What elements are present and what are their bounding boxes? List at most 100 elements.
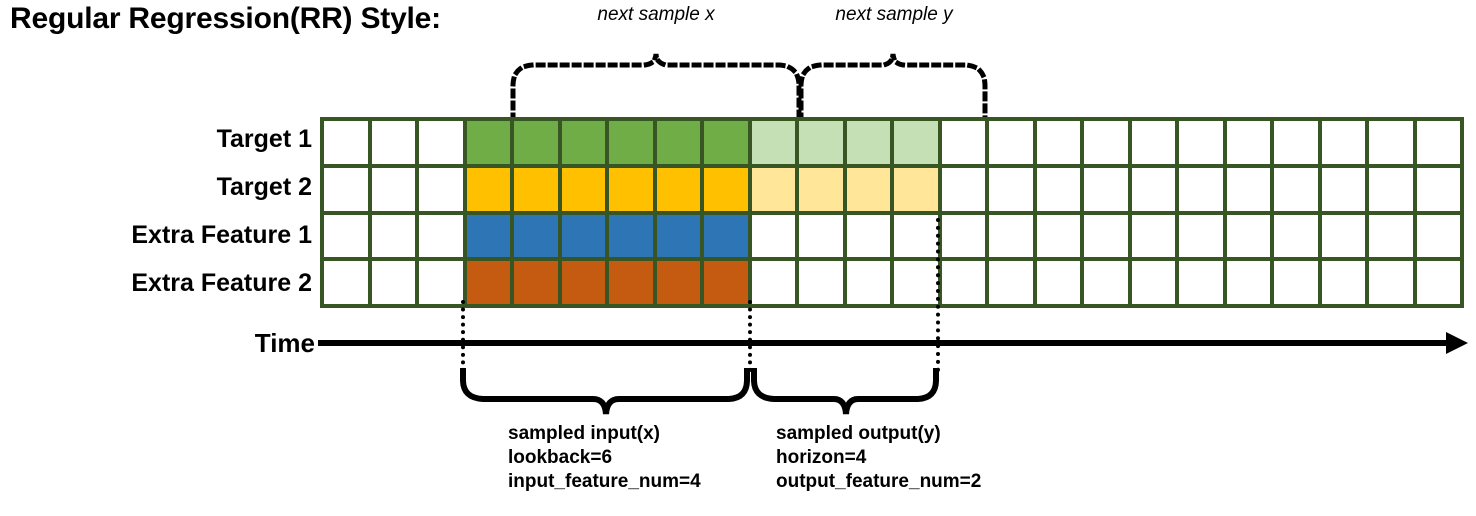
grid-cell bbox=[799, 214, 843, 258]
next-sample-x-brace bbox=[510, 53, 802, 122]
time-axis-arrow bbox=[318, 332, 1468, 354]
grid-cell bbox=[799, 261, 843, 304]
grid-cell bbox=[1226, 167, 1270, 211]
grid-cell bbox=[656, 214, 700, 258]
grid-cell bbox=[514, 214, 558, 258]
grid-cell bbox=[1321, 167, 1365, 211]
grid-cell bbox=[1179, 261, 1223, 304]
grid-cell bbox=[751, 167, 795, 211]
sampled-input-title: sampled input(x) bbox=[508, 423, 661, 444]
grid-cell bbox=[1416, 261, 1460, 304]
grid-cell bbox=[1369, 261, 1413, 304]
row-label-target-2: Target 2 bbox=[216, 173, 312, 201]
sampled-input-feature-num: input_feature_num=4 bbox=[508, 471, 701, 492]
grid-cell bbox=[656, 261, 700, 304]
grid-cell bbox=[751, 214, 795, 258]
grid-cell bbox=[561, 121, 605, 164]
grid-cell bbox=[1416, 121, 1460, 164]
grid-cell bbox=[561, 167, 605, 211]
grid-cell bbox=[1179, 167, 1223, 211]
grid-cell bbox=[846, 167, 890, 211]
grid-cell bbox=[1274, 167, 1318, 211]
grid-cell bbox=[1321, 214, 1365, 258]
grid-cell bbox=[846, 214, 890, 258]
grid-cell bbox=[1036, 214, 1080, 258]
grid-cell bbox=[941, 121, 985, 164]
grid-cell bbox=[561, 214, 605, 258]
next-sample-y-label: next sample y bbox=[835, 4, 953, 25]
grid-cell bbox=[419, 261, 463, 304]
grid-cell bbox=[609, 121, 653, 164]
grid-cell bbox=[894, 121, 938, 164]
grid-cell bbox=[1036, 261, 1080, 304]
grid-cell bbox=[324, 214, 368, 258]
guide-line-input-start bbox=[461, 300, 465, 372]
sampled-output-horizon: horizon=4 bbox=[776, 447, 867, 468]
grid-cell bbox=[751, 261, 795, 304]
grid-cell bbox=[466, 167, 510, 211]
grid-cell bbox=[609, 261, 653, 304]
grid-cell bbox=[419, 167, 463, 211]
grid-cell bbox=[1369, 214, 1413, 258]
grid-cell bbox=[371, 167, 415, 211]
row-label-extra-feature-1: Extra Feature 1 bbox=[131, 221, 312, 249]
grid-cell bbox=[704, 121, 748, 164]
grid-cell bbox=[941, 261, 985, 304]
grid-cell bbox=[514, 261, 558, 304]
grid-cell bbox=[514, 167, 558, 211]
grid-cell bbox=[1226, 261, 1270, 304]
grid-cell bbox=[1084, 261, 1128, 304]
grid-cell bbox=[751, 121, 795, 164]
grid-cell bbox=[799, 167, 843, 211]
grid-cell bbox=[466, 214, 510, 258]
grid-cell bbox=[1084, 167, 1128, 211]
sampled-output-annotation: sampled output(y) horizon=4 output_featu… bbox=[776, 422, 981, 494]
grid-cell bbox=[656, 121, 700, 164]
grid-cell bbox=[1179, 214, 1223, 258]
grid-cell bbox=[1131, 121, 1175, 164]
grid-cell bbox=[561, 261, 605, 304]
guide-line-input-end bbox=[748, 300, 752, 372]
grid-cell bbox=[1416, 167, 1460, 211]
sampled-output-title: sampled output(y) bbox=[776, 423, 941, 444]
grid-cell bbox=[1274, 214, 1318, 258]
grid-cell bbox=[1179, 121, 1223, 164]
grid-cell bbox=[371, 214, 415, 258]
grid-cell bbox=[324, 261, 368, 304]
grid-cell bbox=[609, 167, 653, 211]
grid-cell bbox=[324, 167, 368, 211]
sampled-output-brace bbox=[751, 368, 939, 415]
sampled-input-lookback: lookback=6 bbox=[508, 447, 613, 468]
grid-cell bbox=[989, 214, 1033, 258]
grid-cell bbox=[466, 121, 510, 164]
timeseries-grid bbox=[320, 117, 1464, 308]
page-title: Regular Regression(RR) Style: bbox=[10, 2, 441, 35]
grid-cell bbox=[1274, 121, 1318, 164]
grid-cell bbox=[1369, 167, 1413, 211]
grid-cell bbox=[1131, 214, 1175, 258]
grid-cell bbox=[1226, 214, 1270, 258]
row-label-extra-feature-2: Extra Feature 2 bbox=[131, 269, 312, 297]
grid-cell bbox=[514, 121, 558, 164]
grid-cell bbox=[371, 121, 415, 164]
grid-cell bbox=[1036, 121, 1080, 164]
next-sample-y-brace bbox=[798, 53, 988, 122]
time-axis-label: Time bbox=[254, 328, 315, 358]
grid-cell bbox=[1416, 214, 1460, 258]
grid-cell bbox=[1084, 214, 1128, 258]
sampled-input-annotation: sampled input(x) lookback=6 input_featur… bbox=[508, 422, 701, 494]
grid-cell bbox=[656, 167, 700, 211]
grid-cell bbox=[799, 121, 843, 164]
grid-cell bbox=[466, 261, 510, 304]
grid-cell bbox=[1036, 167, 1080, 211]
grid-cell bbox=[371, 261, 415, 304]
grid-cell bbox=[894, 214, 938, 258]
grid-cell bbox=[704, 167, 748, 211]
grid-cell bbox=[419, 214, 463, 258]
grid-cell bbox=[1131, 167, 1175, 211]
grid-cell bbox=[1084, 121, 1128, 164]
grid-cell bbox=[609, 214, 653, 258]
next-sample-x-label: next sample x bbox=[597, 4, 715, 25]
sampled-output-feature-num: output_feature_num=2 bbox=[776, 471, 982, 492]
